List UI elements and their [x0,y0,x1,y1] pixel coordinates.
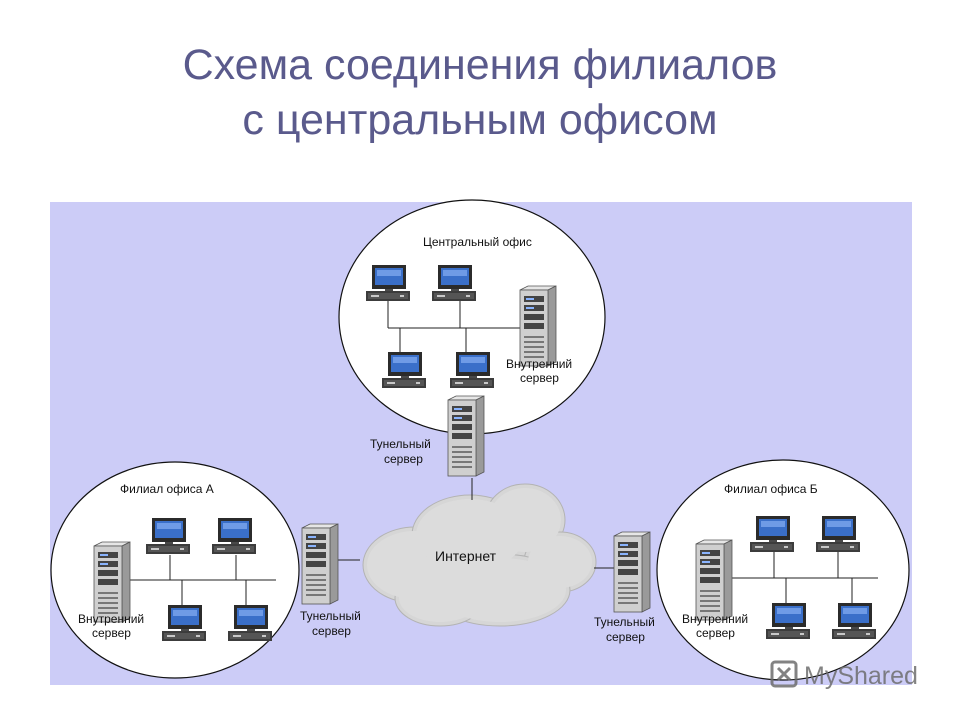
slide-title-line-1: Схема соединения филиалов [182,41,778,89]
watermark-logo-icon [770,660,798,688]
central-tunnel-server-icon [447,395,485,477]
watermark-text: MyShared [804,662,918,690]
internet-label: Интернет [435,548,497,564]
branch-a-tunnel-server-icon [301,523,339,605]
branch-b-pc-2-icon [816,516,860,552]
branch-a-pc-2-icon [212,518,256,554]
branch-b-pc-1-icon [750,516,794,552]
branch-a-pc-1-icon [146,518,190,554]
central-tunnel-label-2: сервер [384,452,423,466]
central-office-label: Центральный офис [423,235,532,249]
branch-b-server-label-2: сервер [696,626,735,640]
branch-a-tunnel-label-1: Тунельный [300,609,361,623]
branch-a-server-label-2: сервер [92,626,131,640]
branch-b-tunnel-server-icon [613,531,651,613]
central-server-label-2: сервер [520,371,559,385]
branch-b-tunnel-label-2: сервер [606,630,645,644]
branch-a-internal-server-icon [93,541,131,623]
branch-b-label: Филиал офиса Б [724,482,818,496]
central-tunnel-label-1: Тунельный [370,437,431,451]
central-pc-2-icon [432,265,476,301]
branch-a-tunnel-label-2: сервер [312,624,351,638]
central-server-label-1: Внутренний [506,357,572,371]
central-pc-4-icon [450,352,494,388]
branch-b-internal-server-icon [695,539,733,621]
branch-b-server-label-1: Внутренний [682,612,748,626]
slide-title-line-2: с центральным офисом [242,96,718,144]
branch-b-pc-3-icon [766,603,810,639]
branch-a-label: Филиал офиса А [120,482,214,496]
branch-a-pc-3-icon [162,605,206,641]
branch-a-server-label-1: Внутренний [78,612,144,626]
watermark: MyShared [770,660,918,690]
central-pc-3-icon [382,352,426,388]
central-office-lan [387,300,530,500]
branch-b-tunnel-label-1: Тунельный [594,615,655,629]
central-internal-server-icon [519,285,557,367]
branch-a-pc-4-icon [228,605,272,641]
branch-b-lan [594,552,878,604]
branch-b-pc-4-icon [832,603,876,639]
central-pc-1-icon [366,265,410,301]
